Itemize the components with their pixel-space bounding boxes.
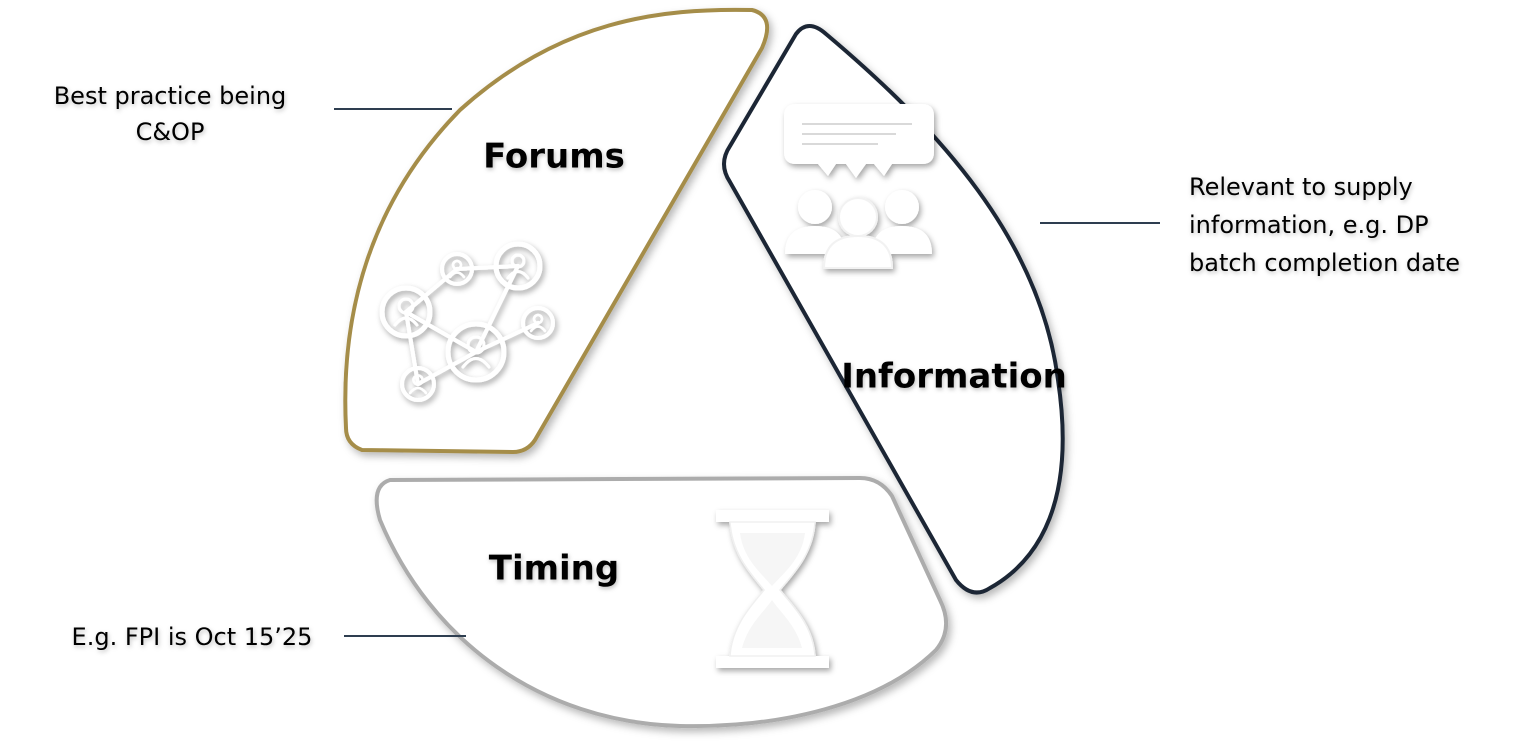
forums-title: Forums — [483, 137, 625, 177]
people-group-icon — [785, 190, 932, 269]
forums-segment — [343, 7, 770, 455]
forums-annotation-line: C&OP — [136, 118, 205, 146]
network-node-top-right — [493, 241, 543, 291]
timing-annotation-line: E.g. FPI is Oct 15’25 — [72, 623, 313, 651]
network-people-icon — [379, 241, 555, 402]
timing-segment-shape — [374, 475, 948, 729]
network-node-left — [379, 285, 433, 339]
information-segment — [722, 24, 1065, 595]
timing-segment — [374, 475, 948, 729]
forums-annotation-line: Best practice being — [54, 82, 287, 110]
information-annotation-line: Relevant to supply — [1189, 173, 1413, 201]
timing-annotation: E.g. FPI is Oct 15’25 — [72, 623, 313, 651]
network-node-bottom — [400, 366, 436, 402]
information-annotation: Relevant to supply information, e.g. DP … — [1189, 173, 1460, 277]
forums-segment-shape — [343, 7, 770, 455]
network-node-center — [445, 321, 507, 383]
timing-title: Timing — [489, 549, 619, 589]
speech-bubble-icon — [784, 104, 934, 178]
information-title: Information — [841, 357, 1067, 397]
information-segment-shape — [722, 24, 1065, 595]
forums-annotation: Best practice being C&OP — [54, 82, 287, 146]
network-node-right — [521, 306, 555, 340]
speech-bubble-group-icon — [784, 104, 934, 269]
network-node-top — [440, 252, 474, 286]
information-annotation-line: batch completion date — [1189, 249, 1460, 277]
hourglass-icon — [716, 510, 829, 668]
information-annotation-line: information, e.g. DP — [1189, 211, 1429, 239]
